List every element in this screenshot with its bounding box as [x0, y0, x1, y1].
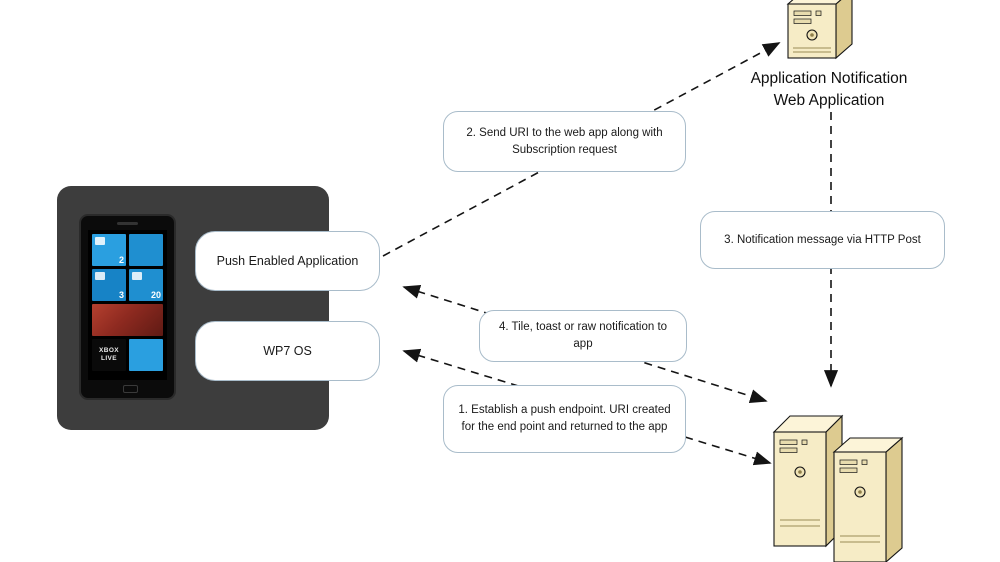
web-app-server-label-line1: Application Notification	[750, 70, 908, 87]
people-badge: 2	[118, 255, 124, 265]
step-1-label: 1. Establish a push endpoint. URI create…	[458, 404, 671, 433]
phone-home-button	[123, 385, 138, 393]
wp7-phone: 2 3 20 XBOX LIVE	[79, 214, 176, 400]
step-3-label: 3. Notification message via HTTP Post	[724, 233, 921, 246]
callout-step-3: 3. Notification message via HTTP Post	[700, 211, 945, 269]
email-icon	[132, 272, 142, 280]
tile-generic	[129, 234, 163, 266]
email-badge: 20	[150, 290, 161, 300]
tile-email: 20	[129, 269, 163, 301]
web-app-server-icon	[786, 0, 853, 60]
tile-pictures	[92, 304, 163, 336]
xbox-live-label: XBOX LIVE	[98, 347, 120, 362]
phone-start-screen: 2 3 20 XBOX LIVE	[88, 230, 167, 380]
people-icon	[95, 237, 105, 245]
step-2-label: 2. Send URI to the web app along with Su…	[466, 126, 663, 156]
tile-people: 2	[92, 234, 126, 266]
web-app-server-label-line2: Web Application	[773, 92, 885, 110]
node-wp7-os: WP7 OS	[195, 321, 380, 381]
node-push-enabled-application: Push Enabled Application	[195, 231, 380, 291]
phone-speaker	[117, 222, 138, 225]
push-service-server-icon	[772, 414, 904, 562]
message-icon	[95, 272, 105, 280]
callout-step-2: 2. Send URI to the web app along with Su…	[443, 111, 686, 172]
phone-panel: 2 3 20 XBOX LIVE	[57, 186, 329, 430]
wp7-os-label: WP7 OS	[263, 344, 312, 358]
arrow-establish-endpoint	[402, 348, 772, 466]
tile-generic-2	[129, 339, 163, 371]
callout-step-1: 1. Establish a push endpoint. URI create…	[443, 385, 686, 453]
push-enabled-application-label: Push Enabled Application	[216, 254, 359, 268]
tile-xbox-live: XBOX LIVE	[92, 339, 126, 371]
callout-step-4: 4. Tile, toast or raw notification to ap…	[479, 310, 687, 362]
tile-messages: 3	[92, 269, 126, 301]
step-4-label: 4. Tile, toast or raw notification to ap…	[498, 321, 668, 350]
messages-badge: 3	[118, 290, 124, 300]
web-app-server-label: Application Notification Web Application	[698, 68, 960, 113]
